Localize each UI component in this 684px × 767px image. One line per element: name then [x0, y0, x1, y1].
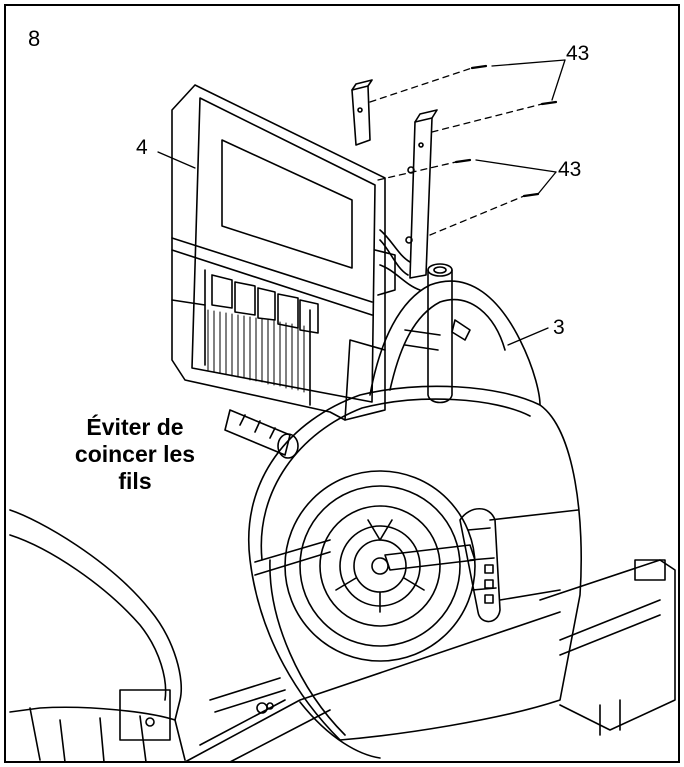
callout-part-4: 4 — [136, 136, 148, 159]
flywheel-housing — [248, 385, 582, 741]
console-speaker-grille — [207, 309, 305, 393]
alignment-lines — [369, 67, 543, 236]
base-rail — [184, 559, 676, 763]
frame-upright — [369, 280, 541, 406]
warning-line-2: coincer les — [74, 441, 196, 467]
crank-pedal — [384, 507, 501, 623]
handlebar-post — [427, 263, 453, 404]
diagram-border — [4, 4, 680, 763]
callout-part-43-upper: 43 — [566, 42, 589, 65]
wire-harness — [379, 229, 411, 276]
exercise-bike-linework — [9, 59, 676, 763]
callout-part-3: 3 — [553, 316, 565, 339]
screw — [540, 100, 558, 106]
console — [171, 84, 396, 421]
screw — [522, 192, 540, 198]
warning-line-3: fils — [118, 468, 152, 494]
console-mast-tubes — [351, 79, 438, 291]
wire-pinch-warning: Éviter de coincer les fils — [40, 414, 230, 495]
screw — [470, 64, 488, 70]
side-handle — [224, 409, 299, 459]
step-number: 8 — [28, 26, 40, 51]
leader-lines — [157, 59, 566, 346]
screws — [454, 64, 558, 198]
callout-part-43-lower: 43 — [558, 158, 581, 181]
warning-line-1: Éviter de — [86, 414, 184, 440]
screw — [454, 158, 472, 164]
seat — [9, 509, 186, 763]
